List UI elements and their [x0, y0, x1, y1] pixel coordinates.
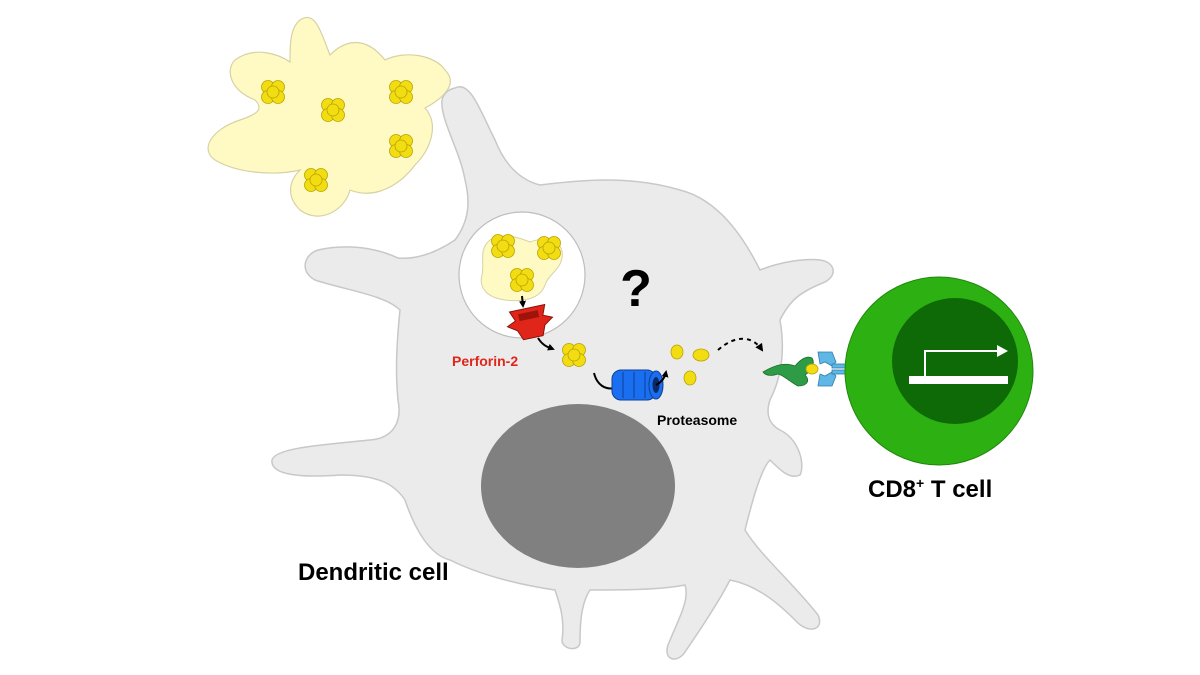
- question-mark: ?: [620, 260, 652, 318]
- perforin-exit-arrow: [537, 337, 555, 351]
- dendritic-cell-body: [271, 85, 834, 660]
- perforin-2-label: Perforin-2: [452, 353, 518, 369]
- antigen-in-phagosome-3: [510, 268, 534, 292]
- proteasome-label: Proteasome: [657, 412, 737, 428]
- antigen-cytosolic: [562, 343, 586, 367]
- perforin-2-pore: [506, 303, 554, 341]
- proteasome-exit-arrow: [655, 370, 669, 386]
- antigen-in-phagosome-1: [491, 234, 515, 258]
- antigen-apoptotic-5: [304, 168, 328, 192]
- antigen-presentation-dashed-arrow: [717, 337, 764, 352]
- cd8-label-superscript: +: [916, 475, 924, 491]
- transcription-arrowhead: [997, 345, 1008, 357]
- peptide-1: [670, 344, 684, 360]
- antigen-apoptotic-2: [321, 98, 345, 122]
- cd8-label-suffix: T cell: [924, 476, 992, 503]
- mhc-class-i: [762, 356, 814, 387]
- antigen-apoptotic-1: [261, 80, 285, 104]
- antigen-entry-arrow: [519, 295, 526, 308]
- cd8-label-prefix: CD8: [868, 476, 916, 503]
- t-cell-receptor: [817, 351, 857, 387]
- presented-peptide: [805, 363, 819, 375]
- peptide-2: [692, 348, 710, 362]
- dendritic-cell-label: Dendritic cell: [298, 559, 449, 586]
- cd8-t-cell-nucleus: [892, 298, 1018, 424]
- proteasome: [611, 369, 664, 401]
- gene-bar: [909, 376, 1008, 384]
- cd8-t-cell-label: CD8+ T cell: [868, 475, 992, 503]
- nucleus: [481, 404, 675, 568]
- antigen-apoptotic-4: [389, 134, 413, 158]
- antigen-apoptotic-3: [389, 80, 413, 104]
- peptide-3: [683, 370, 697, 386]
- antigen-in-phagosome-2: [537, 236, 561, 260]
- transcription-arrow: [924, 350, 997, 376]
